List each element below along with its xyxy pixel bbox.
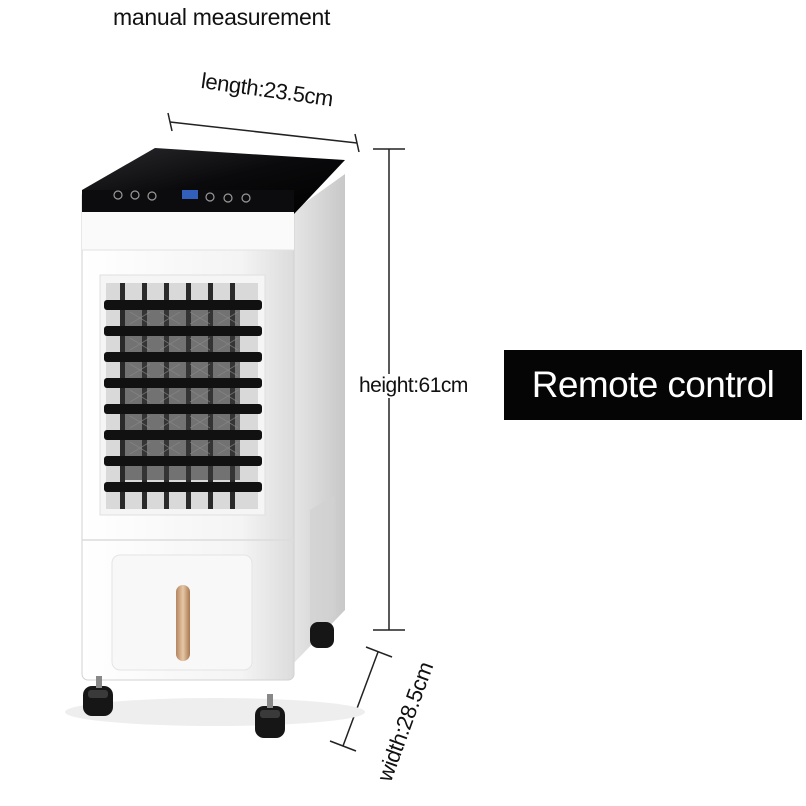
height-measurement-label: height:61cm (357, 374, 470, 398)
water-level-gauge (176, 585, 190, 661)
horizontal-louvers (104, 300, 262, 492)
length-dimension-line (167, 112, 360, 153)
width-dimension-line (329, 646, 393, 752)
caption-manual-measurement: manual measurement (113, 4, 331, 30)
control-buttons (113, 190, 251, 203)
remote-control-banner: Remote control (504, 350, 802, 420)
digital-display-icon (182, 190, 198, 199)
caster-wheels (83, 622, 334, 738)
